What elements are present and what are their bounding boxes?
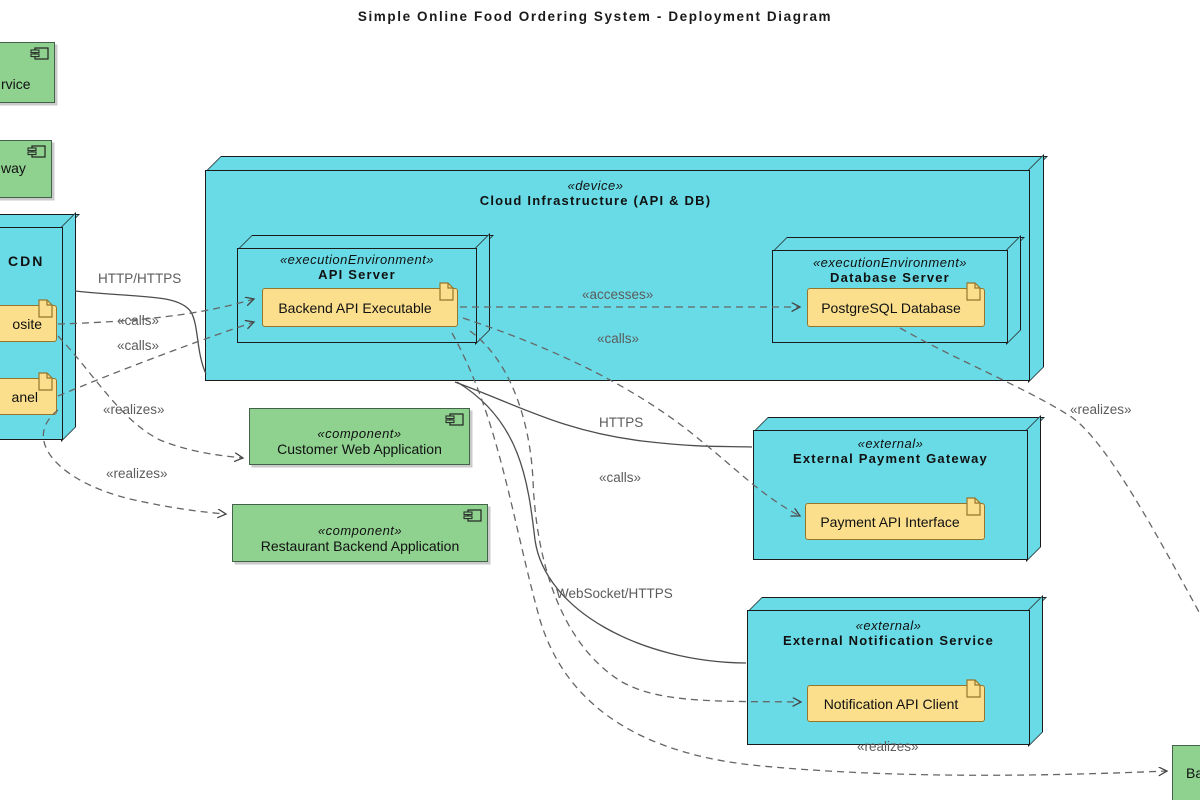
cdn-node: CDN osite anel (0, 212, 80, 442)
edge-label-realizes: «realizes» (103, 402, 165, 417)
postgresql-artifact: PostgreSQL Database (807, 282, 985, 327)
edge-label-websocket-https: WebSocket/HTTPS (556, 586, 673, 601)
component-label-fragment: Ba (1186, 765, 1200, 781)
component-label-fragment: way (1, 160, 26, 176)
diagram-title: Simple Online Food Ordering System - Dep… (357, 9, 833, 24)
customer-website-artifact: osite (0, 299, 57, 342)
payment-gateway-node: «external» External Payment Gateway Paym… (753, 415, 1045, 562)
component-service-cutoff: rvice (0, 42, 55, 103)
component-icon (463, 509, 482, 527)
document-icon (966, 282, 981, 304)
admin-panel-artifact: anel (0, 372, 57, 415)
path-http-https (74, 290, 207, 375)
component-stereotype: «component» (317, 523, 403, 538)
edge-label-http-https: HTTP/HTTPS (98, 271, 182, 286)
document-icon (38, 299, 53, 321)
database-server-node: «executionEnvironment» Database Server P… (772, 235, 1025, 345)
edge-label-https: HTTPS (599, 415, 644, 430)
edge-label-calls: «calls» (599, 470, 642, 485)
notification-service-node: «external» External Notification Service… (747, 595, 1047, 747)
component-icon (27, 145, 46, 163)
artifact-label: PostgreSQL Database (821, 299, 961, 316)
edge-label-realizes: «realizes» (1070, 402, 1132, 417)
customer-web-app-component: «component» Customer Web Application (249, 408, 470, 465)
component-stereotype: «component» (317, 426, 402, 441)
component-icon (30, 47, 49, 65)
artifact-label-fragment: anel (11, 388, 38, 405)
payment-api-artifact: Payment API Interface (805, 497, 985, 540)
edge-label-calls: «calls» (117, 338, 160, 353)
document-icon (439, 282, 454, 304)
component-title: Restaurant Backend Application (260, 538, 460, 554)
restaurant-backend-app-component: «component» Restaurant Backend Applicati… (232, 504, 488, 562)
notification-api-artifact: Notification API Client (807, 679, 985, 722)
artifact-label: Backend API Executable (278, 299, 432, 316)
component-label-fragment: rvice (1, 76, 31, 92)
document-icon (38, 372, 53, 394)
artifact-label-fragment: osite (12, 315, 42, 332)
component-gateway-cutoff: way (0, 140, 52, 198)
component-title: Customer Web Application (277, 441, 442, 457)
component-backend-cutoff: Ba (1172, 745, 1200, 800)
edge-label-calls: «calls» (117, 313, 160, 328)
edge-label-realizes: «realizes» (106, 466, 168, 481)
artifact-label: Notification API Client (823, 695, 959, 712)
api-server-node: «executionEnvironment» API Server Backen… (237, 233, 494, 345)
cloud-infrastructure-node: «device» Cloud Infrastructure (API & DB)… (205, 154, 1048, 383)
path-websocket (456, 381, 747, 664)
path-https (454, 381, 753, 448)
document-icon (966, 497, 981, 519)
backend-api-artifact: Backend API Executable (262, 282, 458, 327)
cdn-node-title: CDN (8, 253, 45, 269)
artifact-label: Payment API Interface (820, 513, 960, 530)
component-icon (445, 413, 464, 431)
document-icon (966, 679, 981, 701)
